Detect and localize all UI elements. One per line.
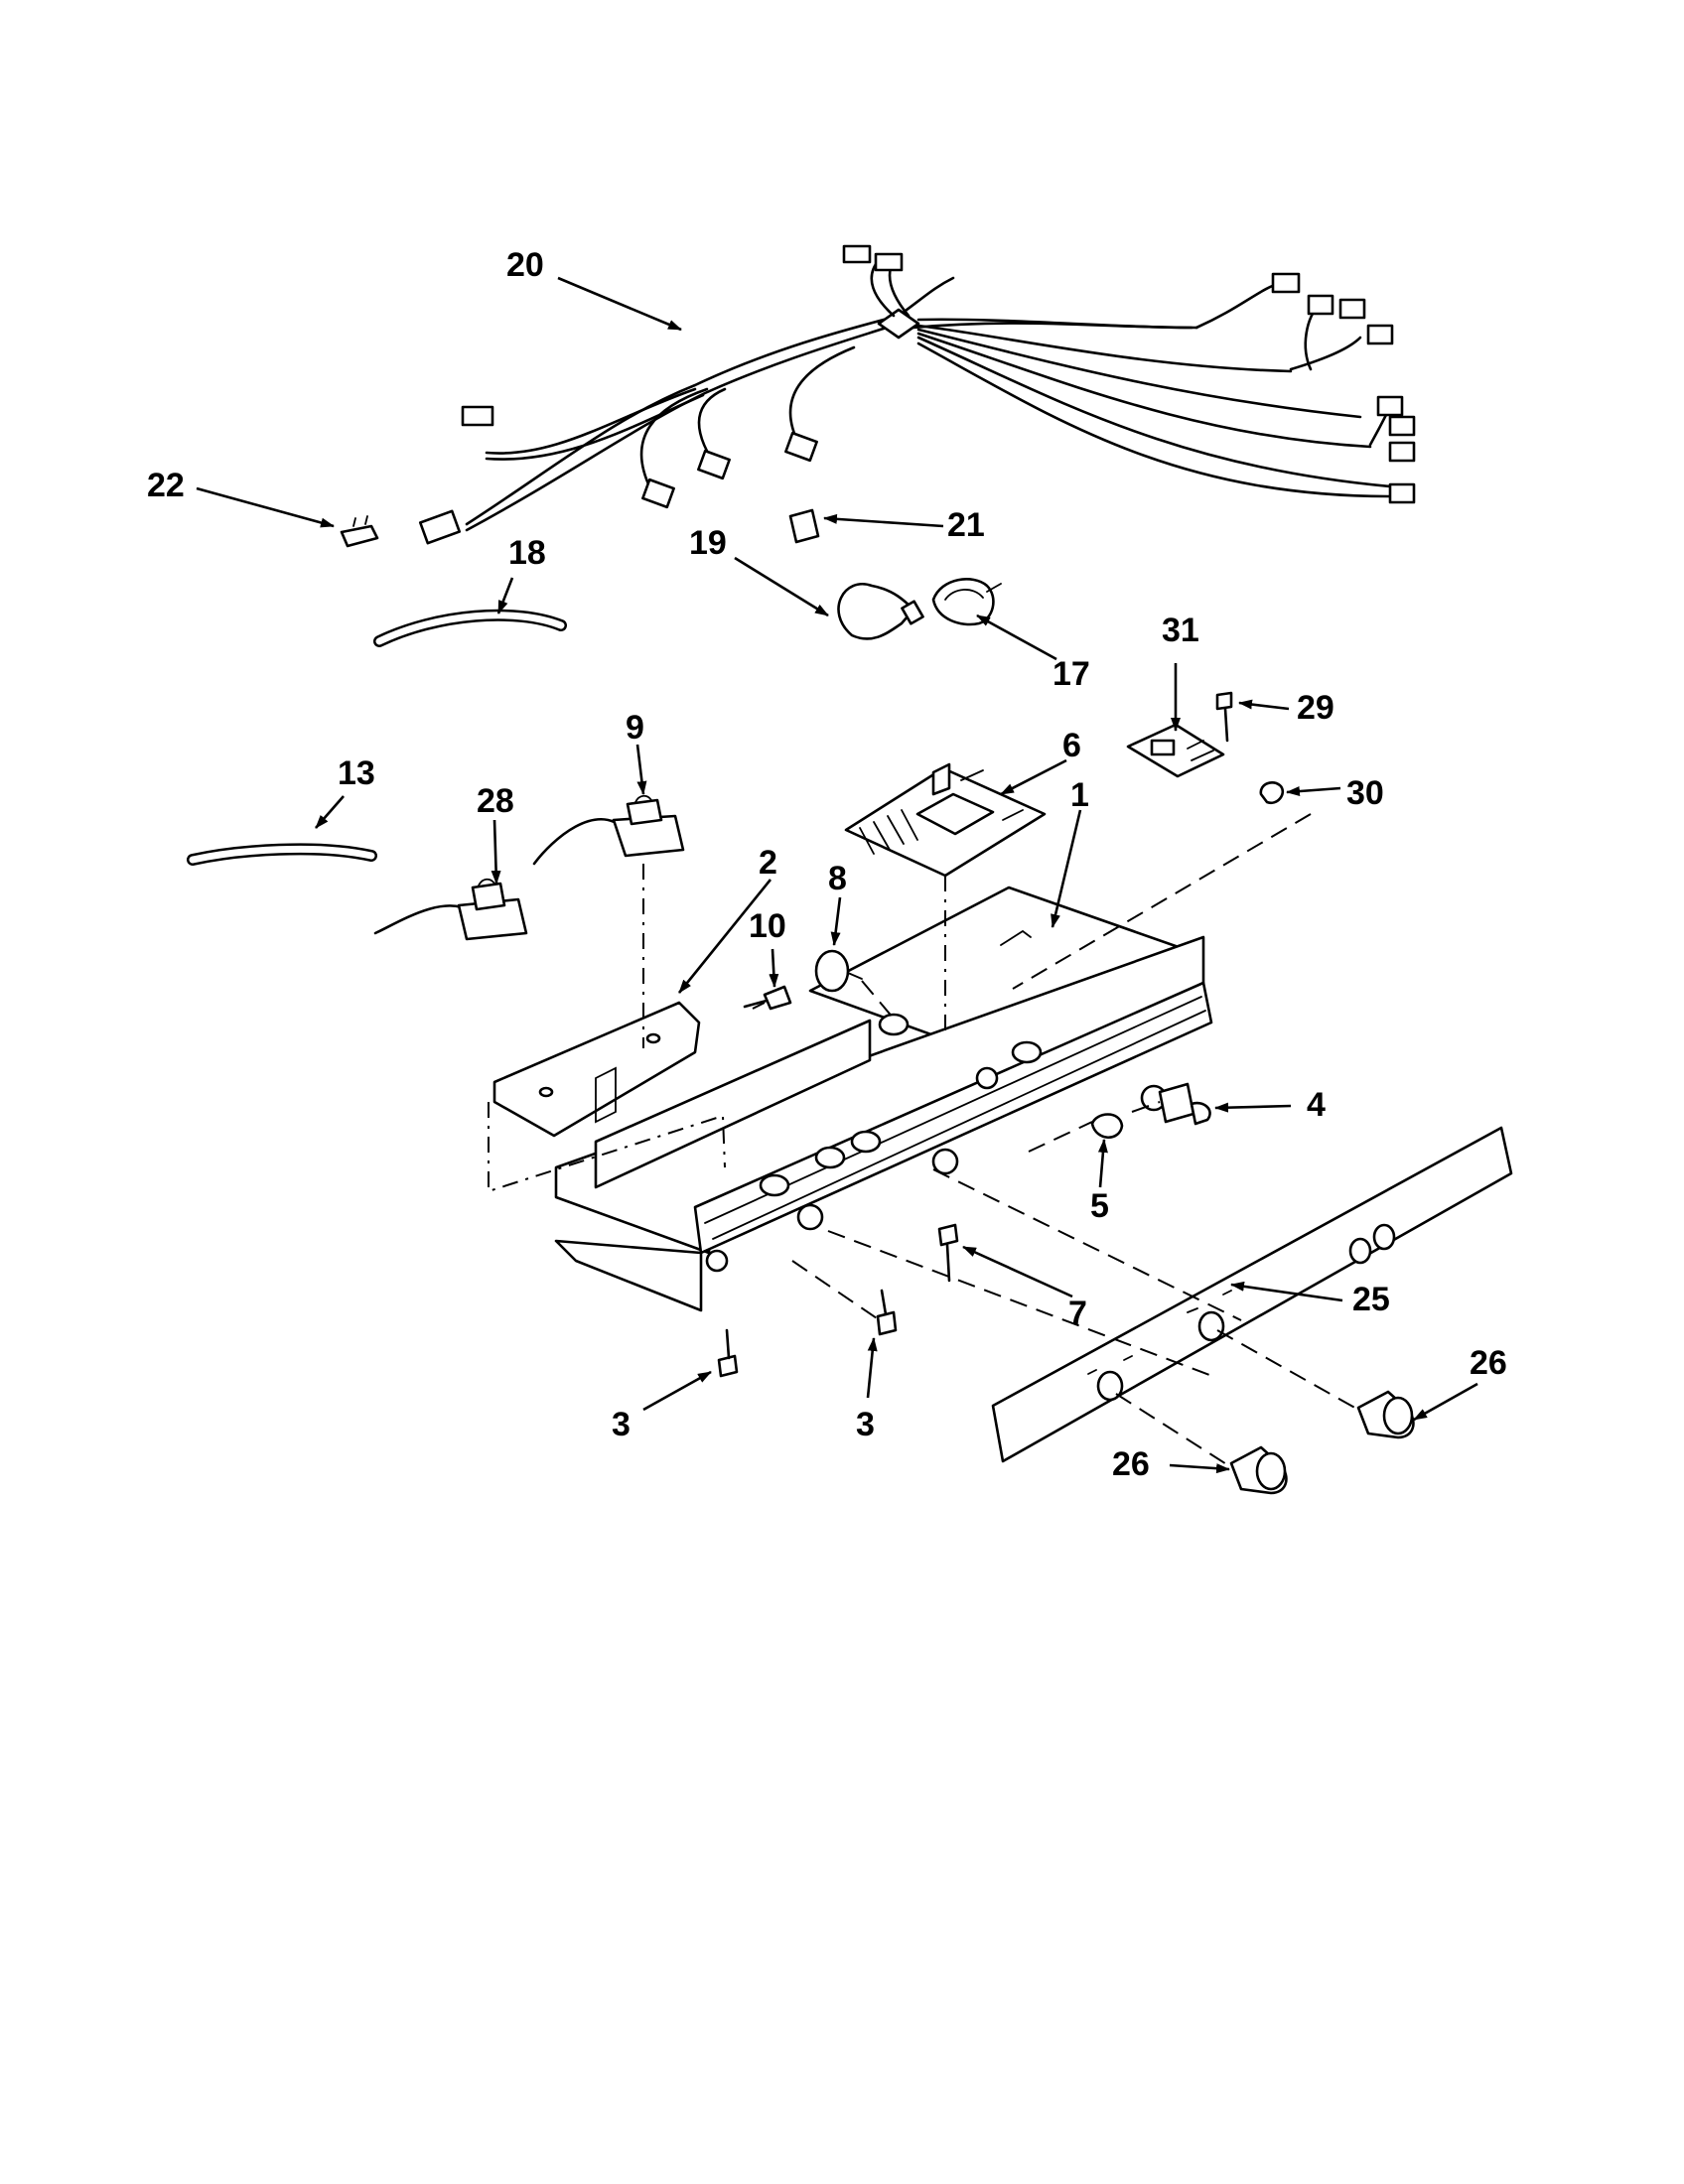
callout-3-left: 3 — [612, 1406, 631, 1443]
part-10-screw — [743, 985, 792, 1011]
callout-6: 6 — [1062, 727, 1081, 764]
part-18-tube — [373, 609, 567, 647]
part-3-screw-right — [876, 1289, 898, 1336]
callout-13: 13 — [338, 754, 375, 792]
part-28-switch — [373, 878, 528, 941]
callout-9: 9 — [626, 709, 644, 747]
part-22-clip — [340, 515, 379, 548]
leader-arrows — [196, 276, 1478, 1474]
callout-19: 19 — [689, 524, 727, 562]
callout-17: 17 — [1052, 655, 1090, 693]
part-25-control-panel — [991, 1126, 1513, 1463]
part-31-board — [1126, 723, 1225, 778]
callout-3-right: 3 — [856, 1406, 875, 1443]
callout-7: 7 — [1068, 1295, 1087, 1332]
callout-30: 30 — [1346, 774, 1384, 812]
part-1-control-housing — [554, 886, 1213, 1312]
part-4-switch — [1158, 1082, 1211, 1126]
callout-29: 29 — [1297, 689, 1334, 727]
callout-2: 2 — [759, 844, 777, 882]
callout-21: 21 — [947, 506, 985, 544]
callout-1: 1 — [1070, 776, 1089, 814]
part-2-bracket — [492, 1001, 701, 1138]
part-6-control-board — [844, 762, 1047, 878]
part-26-knob-right — [1356, 1390, 1415, 1439]
part-17-socket — [931, 578, 1002, 626]
callout-31: 31 — [1162, 612, 1199, 649]
part-21-clip — [788, 508, 820, 544]
callout-labels: 20 22 18 21 19 17 31 29 30 6 1 13 9 28 2… — [147, 246, 1507, 1483]
part-3-screw-left — [717, 1328, 739, 1378]
callout-5: 5 — [1090, 1187, 1109, 1225]
part-5-button — [1090, 1113, 1124, 1140]
callout-25: 25 — [1352, 1281, 1390, 1318]
part-9-switch — [532, 794, 685, 866]
callout-10: 10 — [749, 907, 786, 945]
assembly-lines — [488, 813, 1359, 1468]
part-7-screw — [937, 1223, 959, 1283]
part-26-knob-left — [1229, 1445, 1288, 1495]
callout-26-left: 26 — [1112, 1445, 1150, 1483]
callout-8: 8 — [828, 860, 847, 897]
part-29-screw — [1215, 691, 1233, 743]
callout-18: 18 — [508, 534, 546, 572]
callout-20: 20 — [506, 246, 544, 284]
callout-22: 22 — [147, 467, 185, 504]
part-19-bulb — [837, 583, 924, 640]
callout-4: 4 — [1307, 1086, 1326, 1124]
callout-28: 28 — [477, 782, 514, 820]
wire-harness — [418, 244, 1416, 545]
part-8-grommet — [814, 949, 863, 993]
part-30-clip — [1259, 781, 1285, 805]
callout-26-right: 26 — [1470, 1344, 1507, 1382]
part-13-tube — [187, 843, 377, 866]
